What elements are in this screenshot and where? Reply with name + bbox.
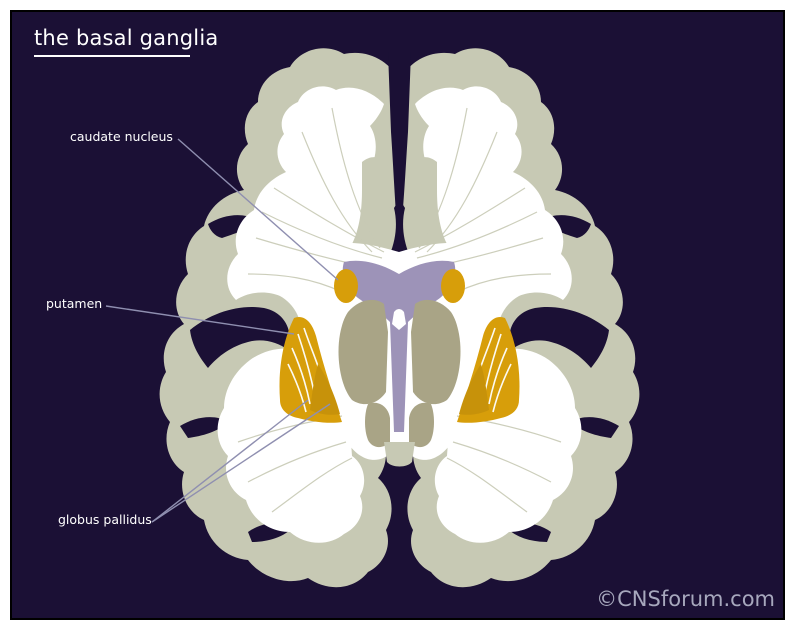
left-caudate-nucleus: [334, 269, 358, 303]
brain-section-illustration: [12, 12, 785, 620]
diagram-title: the basal ganglia: [34, 24, 218, 52]
copyright-notice: ©CNSforum.com: [596, 586, 775, 612]
right-brainstem-lobe: [409, 403, 434, 447]
label-caudate-nucleus: caudate nucleus: [70, 129, 173, 145]
left-brainstem-lobe: [365, 403, 390, 447]
title-underline: [34, 55, 190, 57]
right-thalamus: [411, 300, 461, 404]
right-caudate-nucleus: [441, 269, 465, 303]
diagram-frame: the basal ganglia caudate nucleus putame…: [10, 10, 785, 620]
left-thalamus: [339, 300, 389, 404]
label-globus-pallidus: globus pallidus: [58, 512, 152, 528]
label-putamen: putamen: [46, 296, 102, 312]
midline-lower: [384, 442, 415, 467]
